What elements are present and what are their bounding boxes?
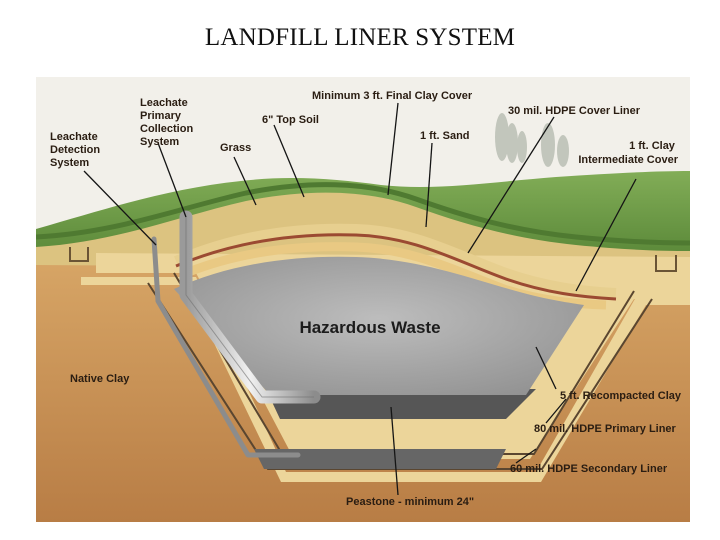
secondary-liner-label: 60 mil. HDPE Secondary Liner xyxy=(510,463,668,475)
leachate-primary-pipe-edge xyxy=(185,217,314,398)
peastone-layer-primary xyxy=(266,389,536,419)
peastone-label: Peastone - minimum 24" xyxy=(346,496,474,508)
recompacted-clay-label: 5 ft. Recompacted Clay xyxy=(560,390,682,402)
sand-layer xyxy=(174,223,617,298)
peastone-layer-secondary xyxy=(254,449,506,469)
distant-trees xyxy=(495,113,569,167)
hdpe-cover-liner-line xyxy=(175,233,617,301)
top-soil-label: 6" Top Soil xyxy=(262,114,319,126)
hazardous-waste-mass xyxy=(174,256,584,395)
native-clay-label: Native Clay xyxy=(70,373,130,385)
final-clay-cover-label: Minimum 3 ft. Final Clay Cover xyxy=(312,90,473,102)
cap-grass-line xyxy=(36,182,690,246)
sand-label: 1 ft. Sand xyxy=(420,130,470,142)
edge-trough-right xyxy=(655,255,677,272)
leachate-detection-label: Leachate Detection System xyxy=(50,131,103,169)
primary-liner-label: 80 mil. HDPE Primary Liner xyxy=(534,423,677,435)
leader-lines xyxy=(83,102,637,496)
leachate-primary-label: Leachate Primary Collection System xyxy=(140,97,196,148)
hazardous-waste-label: Hazardous Waste xyxy=(299,318,440,337)
leachate-detection-pipe xyxy=(151,236,301,458)
grass-label: Grass xyxy=(220,142,251,154)
landfill-diagram: Hazardous Waste Leachate Primary Collect… xyxy=(36,77,690,522)
intermediate-cover-label: 1 ft. Clay Intermediate Cover xyxy=(578,140,678,166)
hdpe-cover-liner-label: 30 mil. HDPE Cover Liner xyxy=(508,105,641,117)
page-title: LANDFILL LINER SYSTEM xyxy=(204,24,516,51)
edge-trough-left xyxy=(69,247,89,262)
